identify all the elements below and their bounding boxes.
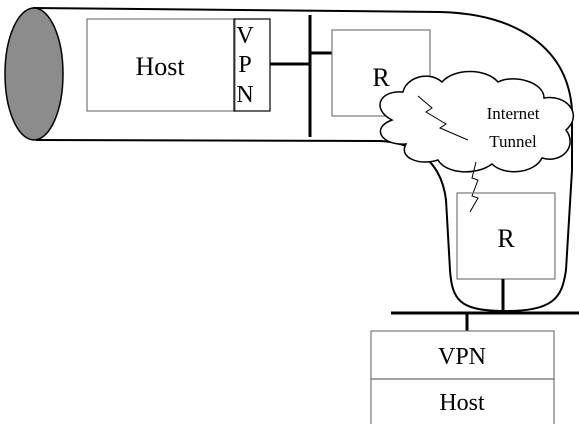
tunnel-outline (32, 7, 573, 313)
router-top-box (331, 29, 431, 117)
router-top-label: R (372, 63, 390, 92)
vpn-bottom-label: VPN (438, 344, 486, 370)
lightning-bolt-bottom (469, 161, 479, 213)
host-bottom-label: Host (439, 390, 485, 416)
cloud-label-tunnel: Tunnel (489, 132, 537, 151)
router-bottom-label: R (497, 224, 515, 253)
tunnel-end (4, 7, 64, 141)
internet-cloud (379, 70, 574, 173)
cloud-label-internet: Internet (487, 104, 540, 123)
vpn-left-letter-v: V (236, 23, 254, 49)
vpn-left-letter-n: N (236, 82, 253, 108)
host-left-box (86, 18, 236, 112)
host-bottom-box (370, 378, 555, 424)
lightning-bolt-top (417, 95, 469, 141)
vpn-left-letter-p: P (238, 52, 251, 78)
host-left-label: Host (135, 52, 185, 81)
router-bottom-box (456, 192, 556, 280)
